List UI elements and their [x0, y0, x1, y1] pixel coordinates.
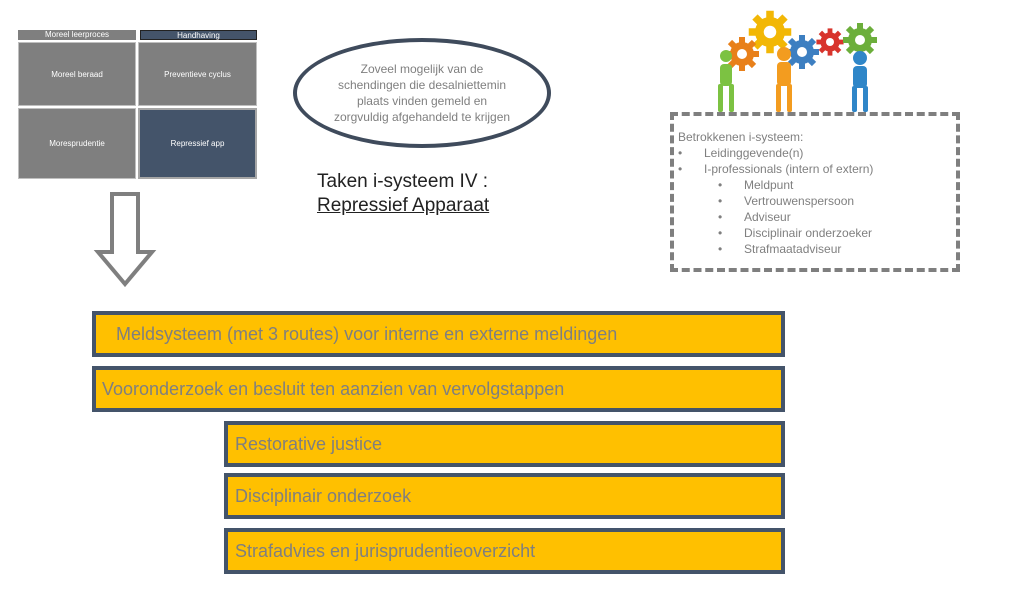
goal-text: Zoveel mogelijk van de schendingen die d…: [333, 62, 511, 124]
matrix-cell-repressief-app: Repressief app: [138, 108, 257, 179]
step-bar-strafadvies: Strafadvies en jurisprudentieoverzicht: [224, 528, 785, 574]
gears-teamwork-illustration: [718, 10, 877, 112]
list-item: •Leidinggevende(n): [678, 146, 804, 160]
step-label: Meldsysteem (met 3 routes) voor interne …: [116, 323, 618, 344]
betrokkenen-box: [670, 112, 960, 272]
list-item: •Disciplinair onderzoeker: [718, 226, 873, 240]
matrix-cell-moreel-beraad: Moreel beraad: [18, 42, 136, 106]
step-bar-vooronderzoek: Vooronderzoek en besluit ten aanzien van…: [92, 366, 785, 412]
matrix-header-handhaving: Handhaving: [140, 30, 257, 40]
matrix-cell-moresprudentie: Moresprudentie: [18, 108, 136, 179]
list-item: •Meldpunt: [718, 178, 794, 192]
betrokkenen-list: Betrokkenen i-systeem: •Leidinggevende(n…: [678, 129, 873, 257]
down-arrow-icon: [93, 192, 157, 288]
step-label: Restorative justice: [235, 433, 383, 454]
step-bar-disciplinair-onderzoek: Disciplinair onderzoek: [224, 473, 785, 519]
list-item: •Adviseur: [718, 210, 791, 224]
step-bar-restorative-justice: Restorative justice: [224, 421, 785, 467]
betrokkenen-heading: Betrokkenen i-systeem:: [678, 130, 804, 144]
list-item: •Vertrouwenspersoon: [718, 194, 855, 208]
page-title-line2: Repressief Apparaat: [317, 195, 490, 216]
matrix-cell-preventieve-cyclus: Preventieve cyclus: [138, 42, 257, 106]
list-item: •Strafmaatadviseur: [718, 242, 842, 256]
step-label: Strafadvies en jurisprudentieoverzicht: [235, 540, 536, 561]
matrix-header-moreel-leerproces: Moreel leerproces: [18, 30, 136, 40]
step-label: Disciplinair onderzoek: [235, 485, 412, 506]
page-title-line1: Taken i-systeem IV :: [317, 171, 489, 192]
step-label: Vooronderzoek en besluit ten aanzien van…: [102, 378, 565, 399]
step-bar-meldsysteem: Meldsysteem (met 3 routes) voor interne …: [92, 311, 785, 357]
list-item: •I-professionals (intern of extern): [678, 162, 874, 176]
goal-oval: Zoveel mogelijk van de schendingen die d…: [293, 38, 551, 148]
